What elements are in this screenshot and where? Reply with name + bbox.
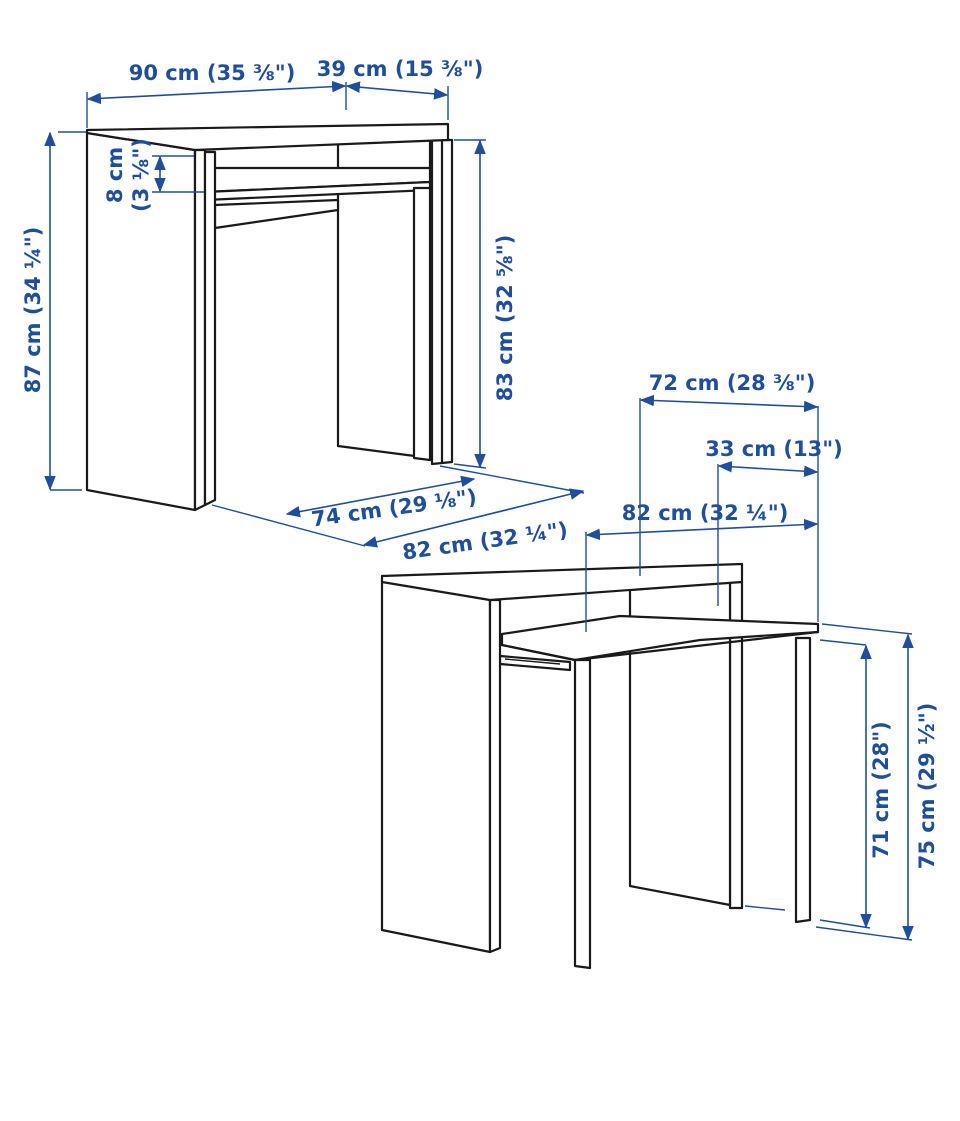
label-extended-82: 82 cm (32 ¼") [622, 501, 789, 525]
label-shelf-gap-in: (3 ⅛") [129, 138, 153, 212]
label-height-83: 83 cm (32 ⅝") [493, 235, 517, 402]
closed-tabletop [85, 122, 450, 152]
label-side-depth-total: 82 cm (32 ¼") [401, 518, 569, 565]
label-extended-72: 72 cm (28 ⅜") [649, 371, 816, 395]
extended-dimensions [585, 394, 914, 941]
label-height-71: 71 cm (28") [869, 721, 893, 859]
extended-left-panel [380, 578, 492, 954]
label-width: 90 cm (35 ⅜") [129, 61, 296, 85]
closed-shelf-leg [412, 186, 432, 462]
label-total-height: 87 cm (34 ¼") [21, 227, 45, 394]
label-side-depth: 74 cm (29 ⅛") [310, 485, 478, 532]
label-extended-33: 33 cm (13") [705, 437, 843, 461]
desk-extended-illustration [380, 562, 820, 970]
extended-shelf-right-leg [794, 636, 812, 924]
desk-closed-illustration [85, 122, 454, 512]
label-height-75: 75 cm (29 ½") [915, 703, 939, 870]
label-shelf-gap: 8 cm [103, 147, 127, 203]
extended-tabletop [380, 562, 744, 602]
slide-rail [498, 654, 572, 672]
extended-shelf-front-leg [573, 658, 592, 970]
label-depth-closed: 39 cm (15 ⅜") [317, 57, 484, 81]
closed-dimensions [44, 80, 585, 548]
